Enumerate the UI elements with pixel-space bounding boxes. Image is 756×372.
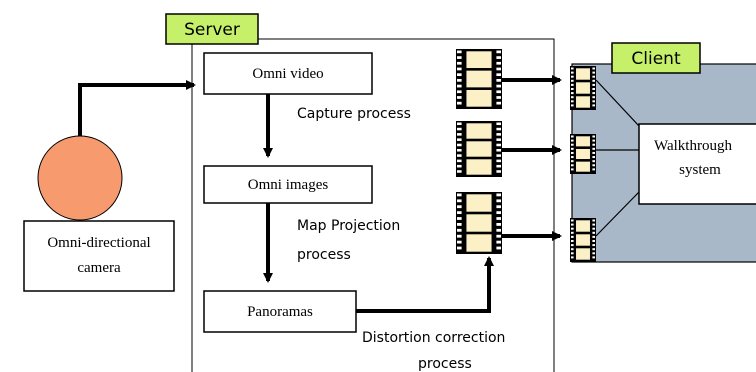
film-strip-client-bottom (570, 218, 596, 262)
panoramas-box (203, 290, 357, 333)
distortion-label-line-2: process (418, 356, 472, 372)
client-tag (611, 42, 701, 74)
camera-icon (37, 135, 123, 221)
arrows (78, 75, 562, 313)
panoramas-label: Panoramas (247, 304, 313, 320)
omni-images-box (203, 165, 373, 204)
walkthrough-connectors (595, 79, 640, 237)
film-strip-server-top (456, 49, 502, 109)
map-projection-label-line-1: Map Projection (297, 218, 400, 234)
omni-video-box (203, 52, 373, 95)
map-projection-label-line-2: process (297, 247, 351, 263)
film-strip-client-top (570, 66, 596, 110)
client-tag-label: Client (631, 49, 681, 69)
film-strip-client-middle (570, 134, 596, 174)
walkthrough-box (638, 123, 756, 205)
camera-label-line-2: camera (77, 260, 121, 276)
walkthrough-label-line-2: system (679, 162, 721, 178)
walkthrough-label-line-1: Walkthrough (654, 138, 732, 154)
arrow-panoramas-to-film (356, 256, 494, 313)
camera-label-line-1: Omni-directional (47, 235, 150, 251)
film-strip-server-middle (456, 121, 502, 177)
capture-process-label: Capture process (297, 106, 411, 122)
film-strips (456, 49, 596, 262)
server-tag (165, 13, 259, 45)
distortion-label-line-1: Distortion correction (362, 330, 505, 346)
server-tag-label: Server (184, 20, 240, 40)
server-frame (191, 38, 555, 372)
camera-box (23, 220, 175, 292)
omni-video-label: Omni video (252, 66, 323, 82)
omni-images-label: Omni images (248, 177, 329, 193)
arrow-camera-to-omni-video (78, 80, 196, 136)
film-strip-server-bottom (456, 192, 502, 254)
